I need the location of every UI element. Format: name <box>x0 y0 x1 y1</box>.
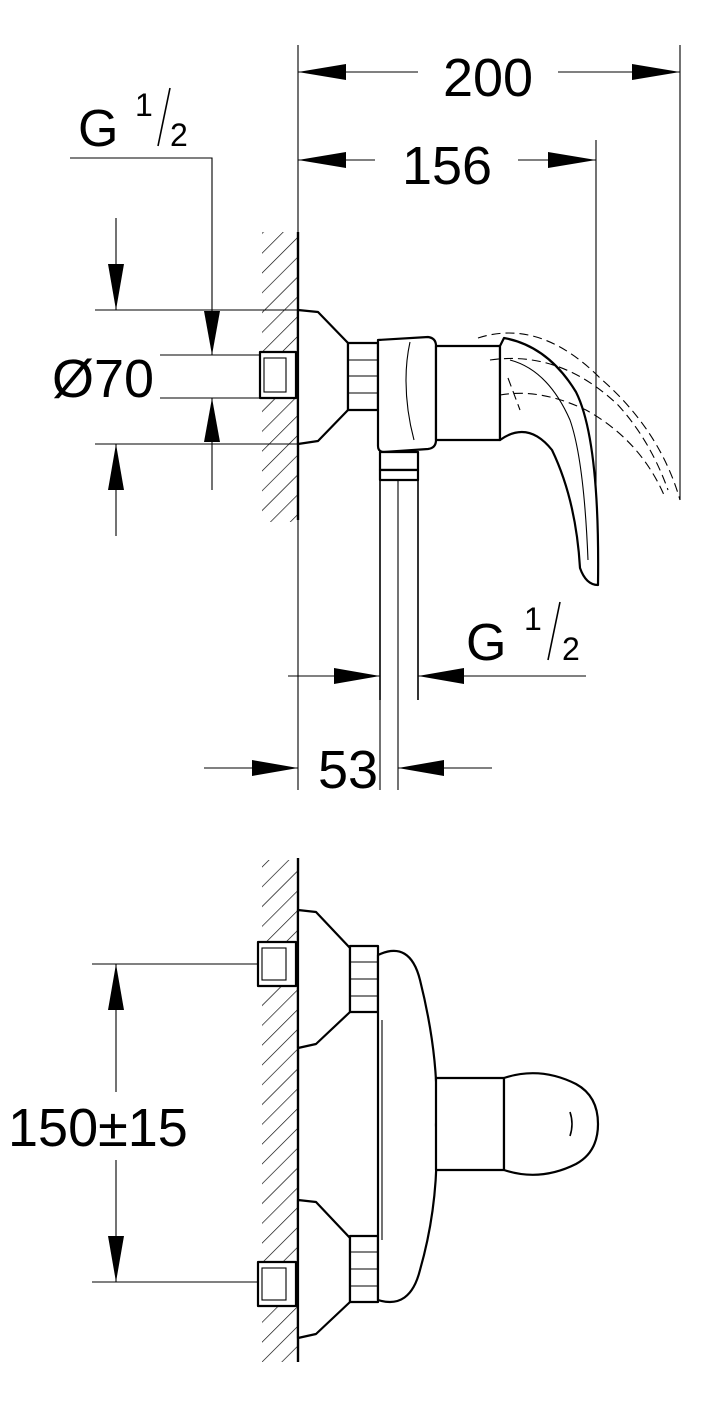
inlet-thread-base: G <box>78 100 118 158</box>
dim-escutcheon-diameter-label: Ø70 <box>52 349 154 409</box>
dim-outlet-offset: 53 <box>204 740 492 800</box>
outlet-thread-base: G <box>466 614 506 672</box>
front-view: 150±15 <box>8 858 600 1362</box>
mixer-side-body <box>258 308 681 790</box>
dim-outlet-thread: G 1 2 <box>288 601 586 684</box>
outlet-fitting-side <box>378 450 420 472</box>
escutcheon-side <box>296 308 350 446</box>
dim-inlet-spacing-label: 150±15 <box>8 1098 188 1158</box>
valve-body-front <box>376 949 438 1304</box>
dim-total-length: 200 <box>298 48 680 108</box>
outlet-pipe-side <box>378 468 420 482</box>
lower-escutcheon-front <box>296 1198 352 1340</box>
dim-escutcheon-diameter: Ø70 <box>52 218 298 536</box>
dim-inlet-thread: G 1 2 <box>70 87 220 355</box>
cartridge-front <box>434 1076 506 1172</box>
lever-swing-outline <box>477 332 681 501</box>
upper-inlet-front <box>256 908 380 1050</box>
dim-inlet-spacing: 150±15 <box>8 963 258 1283</box>
inlet-nut-side <box>258 350 298 400</box>
outlet-thread-sub: 2 <box>562 631 580 667</box>
dim-lever-length: 156 <box>298 136 596 196</box>
dim-lever-length-label: 156 <box>402 136 492 196</box>
inlet-thread-sup: 1 <box>135 87 153 123</box>
outlet-thread-sup: 1 <box>524 601 542 637</box>
mixer-front-body <box>376 949 600 1304</box>
lower-inlet-front <box>256 1198 380 1340</box>
lever-front <box>502 1072 600 1176</box>
inlet-thread-sub: 2 <box>170 117 188 153</box>
side-view: 200 156 G 1 2 <box>52 45 681 800</box>
dim-total-length-label: 200 <box>443 48 533 108</box>
dim-outlet-offset-label: 53 <box>318 740 378 800</box>
upper-escutcheon-front <box>296 908 352 1050</box>
lever-side <box>498 336 600 587</box>
